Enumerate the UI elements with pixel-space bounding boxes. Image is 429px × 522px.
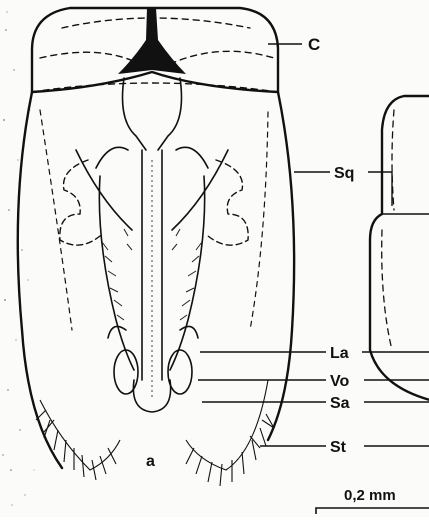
scale-bar: 0,2 mm [316,487,429,514]
leader-sq-right [368,172,392,206]
setae-tufts [36,380,274,486]
scale-bar-label: 0,2 mm [344,487,396,504]
panel-letter: a [146,453,155,470]
label-c: C [308,35,320,54]
side-structure [370,96,429,400]
leader-lines [198,44,429,446]
label-vo: Vo [330,373,349,390]
label-sa: Sa [330,395,350,412]
squama-shell [18,83,294,468]
label-la: La [330,345,349,362]
label-st: St [330,439,347,456]
label-sq: Sq [334,165,354,182]
